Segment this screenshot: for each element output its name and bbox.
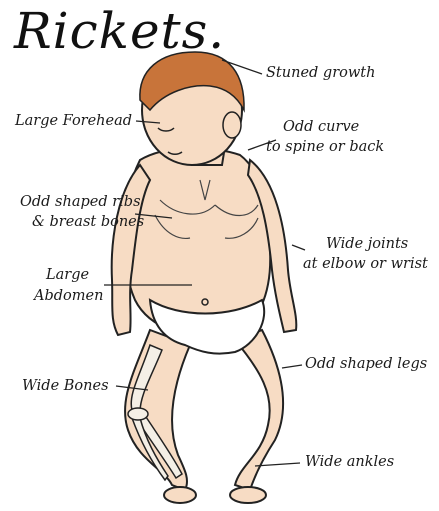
label-ribs-1: Odd shaped ribs	[20, 193, 141, 211]
label-large-forehead: Large Forehead	[15, 112, 132, 130]
label-wide-joints-2: at elbow or wrist	[303, 255, 428, 273]
label-odd-curve-1: Odd curve	[283, 118, 359, 136]
label-abdomen-2: Abdomen	[34, 287, 103, 305]
ear	[223, 112, 241, 138]
label-wide-bones: Wide Bones	[22, 377, 109, 395]
pointer-legs	[282, 365, 302, 368]
label-odd-legs: Odd shaped legs	[305, 355, 427, 373]
label-ribs-2: & breast bones	[32, 213, 144, 231]
label-wide-ankles: Wide ankles	[305, 453, 394, 471]
left-foot	[164, 487, 196, 503]
label-wide-joints-1: Wide joints	[326, 235, 408, 253]
pointer-joints	[292, 245, 305, 250]
right-foot	[230, 487, 266, 503]
label-abdomen-1: Large	[46, 266, 89, 284]
label-odd-curve-2: to spine or back	[266, 138, 384, 156]
head	[140, 52, 244, 165]
label-stunted-growth: Stuned growth	[266, 64, 375, 82]
